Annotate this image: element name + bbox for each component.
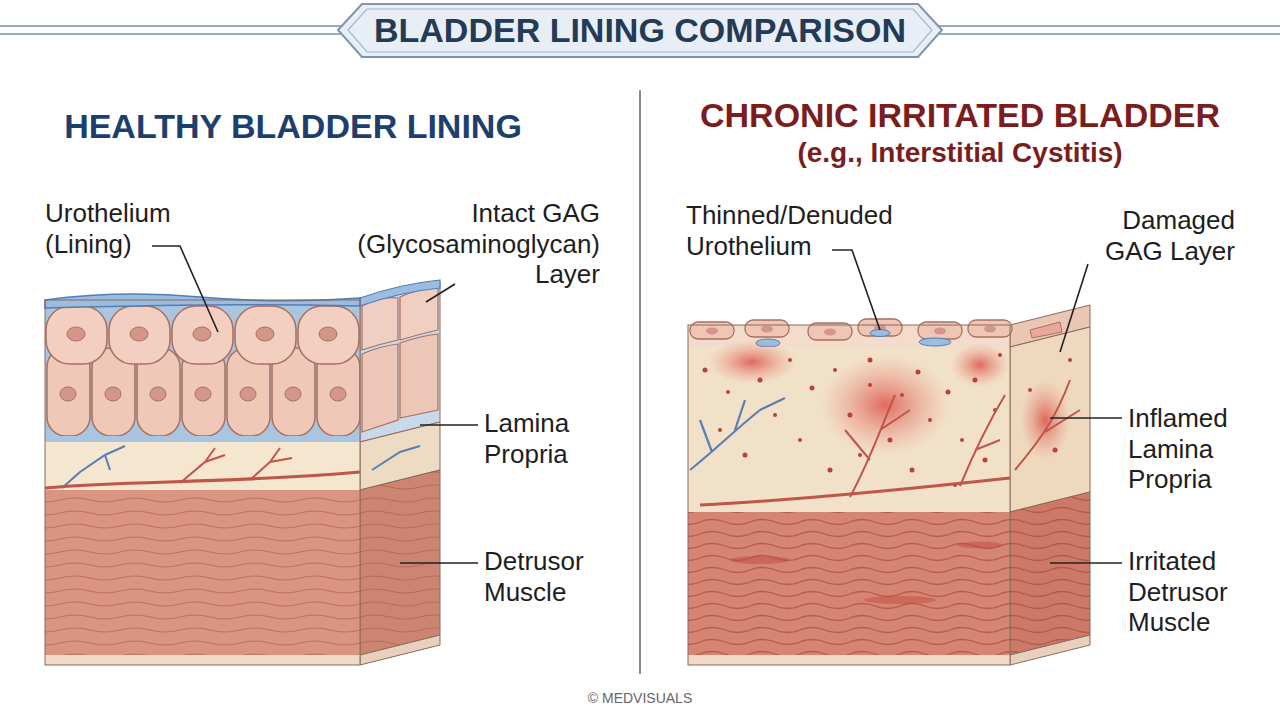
vein bbox=[62, 446, 125, 488]
muscle-irritation bbox=[864, 596, 936, 604]
banner-rule bbox=[0, 33, 345, 35]
urothelium-side bbox=[360, 282, 440, 442]
gag-remnant bbox=[919, 338, 951, 346]
flattened-cell bbox=[858, 319, 902, 336]
cell-side bbox=[362, 298, 398, 350]
umbrella-cell bbox=[298, 306, 359, 364]
umbrella-cell bbox=[46, 306, 107, 364]
vessel-side bbox=[1015, 380, 1080, 470]
cell-side bbox=[400, 334, 438, 418]
artery bbox=[700, 478, 1010, 505]
artery bbox=[45, 472, 360, 488]
banner-shape bbox=[338, 4, 942, 57]
umbrella-cell bbox=[109, 306, 170, 364]
block-outline bbox=[688, 325, 1010, 665]
watermark: © MEDVISUALS bbox=[490, 690, 790, 707]
healthy-tissue-block bbox=[45, 280, 440, 665]
leader-line bbox=[1060, 264, 1088, 352]
arteriole bbox=[180, 448, 292, 483]
muscle-fibers bbox=[688, 512, 1010, 655]
gag-remnant bbox=[870, 330, 890, 337]
umbrella-cell bbox=[235, 306, 296, 364]
irritated-tissue-block bbox=[688, 305, 1090, 665]
panel-heading: CHRONIC IRRITATED BLADDER bbox=[660, 95, 1260, 135]
cell-side bbox=[400, 288, 438, 340]
inflammatory-cells bbox=[703, 353, 1073, 487]
serosa-side bbox=[360, 635, 440, 665]
flattened-cell bbox=[968, 320, 1012, 337]
part-label: Detrusor Muscle bbox=[484, 546, 624, 607]
leader-lines bbox=[152, 246, 1122, 563]
flattened-cell bbox=[808, 323, 852, 340]
panel-divider bbox=[639, 90, 641, 674]
vein-side bbox=[372, 446, 420, 470]
muscle-fibers-side bbox=[1010, 492, 1090, 655]
part-label: Inflamed Lamina Propria bbox=[1128, 403, 1260, 495]
leader-line bbox=[832, 250, 880, 330]
arteriole bbox=[845, 395, 1005, 497]
leader-line bbox=[152, 246, 218, 332]
detrusor-muscle bbox=[45, 490, 360, 655]
urothelium-background bbox=[45, 300, 360, 442]
block-outline bbox=[45, 300, 360, 665]
diagram-title: BLADDER LINING COMPARISON bbox=[340, 10, 940, 50]
serosa bbox=[45, 655, 360, 665]
muscle-irritation bbox=[958, 542, 1002, 549]
muscle-fibers bbox=[45, 490, 360, 655]
inflammation bbox=[820, 355, 950, 455]
leader-line bbox=[1050, 562, 1122, 564]
urothelium-cells bbox=[46, 306, 360, 436]
umbrella-cell bbox=[172, 306, 233, 364]
gag-layer-side bbox=[360, 280, 440, 306]
banner-rule bbox=[935, 33, 1280, 35]
serosa-side bbox=[1010, 635, 1090, 665]
basement-membrane bbox=[45, 436, 360, 443]
flattened-cell bbox=[745, 320, 789, 337]
vein bbox=[690, 398, 785, 470]
part-label: Thinned/Denuded Urothelium bbox=[686, 200, 926, 261]
part-label: Damaged GAG Layer bbox=[1085, 205, 1235, 266]
part-label: Lamina Propria bbox=[484, 408, 624, 469]
panel-heading: HEALTHY BLADDER LINING bbox=[13, 106, 573, 146]
banner-rule bbox=[0, 25, 345, 27]
title-banner bbox=[0, 4, 1280, 57]
leader-line bbox=[400, 562, 478, 564]
leader-line bbox=[420, 424, 478, 426]
inflammation bbox=[707, 340, 797, 384]
panel-subheading: (e.g., Interstitial Cystitis) bbox=[710, 136, 1210, 169]
part-label: Urothelium (Lining) bbox=[45, 198, 205, 259]
cell-side bbox=[362, 344, 398, 432]
leader-line bbox=[1050, 417, 1122, 419]
inflammation bbox=[950, 343, 1010, 387]
muscle-irritation bbox=[730, 556, 790, 564]
detrusor-muscle bbox=[688, 512, 1010, 655]
lamina-side bbox=[1010, 327, 1090, 512]
serosa bbox=[688, 655, 1010, 665]
banner-rule bbox=[935, 25, 1280, 27]
lamina-propria bbox=[45, 442, 360, 490]
part-label: Irritated Detrusor Muscle bbox=[1128, 546, 1260, 638]
part-label: Intact GAG (Glycosaminoglycan) Layer bbox=[340, 198, 600, 290]
leader-line bbox=[426, 284, 455, 302]
detrusor-side bbox=[1010, 492, 1090, 655]
